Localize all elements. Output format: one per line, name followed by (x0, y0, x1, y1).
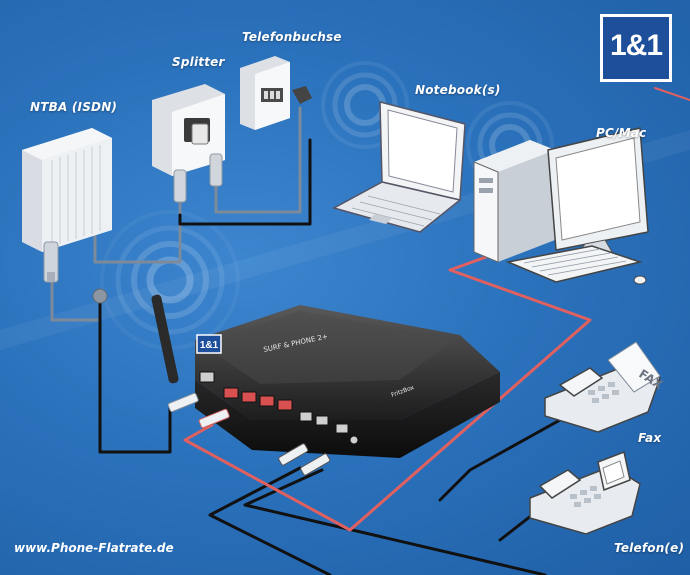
label-ntba: NTBA (ISDN) (30, 100, 118, 114)
fax-device: FAX (544, 341, 666, 433)
brand-logo-text: 1&1 (609, 29, 663, 62)
router-badge (196, 334, 222, 354)
label-splitter: Splitter (172, 55, 225, 69)
cable-router-phone-2 (243, 468, 547, 575)
cable-plugs (167, 392, 331, 476)
cable-lan-edge (654, 87, 690, 101)
cable-fax (438, 418, 562, 502)
notebook-device (332, 101, 466, 233)
cable-router-phone-1 (208, 466, 332, 575)
router-antenna (151, 294, 179, 384)
ntba-device (22, 128, 112, 283)
pc-keyboard (505, 245, 647, 285)
router-phone-ports (299, 411, 359, 445)
brand-logo: 1&1 (600, 14, 672, 82)
telefon-device (529, 450, 641, 535)
footer-website: www.Phone-Flatrate.de (14, 541, 174, 555)
label-fax: Fax (638, 431, 662, 445)
label-pc-mac: PC/Mac (596, 126, 647, 140)
router-device: 1&1 SURF & PHONE 2+ FritzBox (151, 294, 500, 458)
router-dsl-port (199, 371, 215, 383)
pc-monitor (547, 127, 649, 259)
cable-junction-router (98, 294, 172, 454)
splitter-device (152, 84, 225, 203)
cable-splitter-line (178, 138, 312, 226)
router-badge-text: 1&1 (200, 340, 219, 351)
cable-splitter-socket (214, 106, 302, 214)
phone-socket (240, 56, 312, 130)
junction-point (92, 288, 108, 304)
pc-tower (473, 140, 555, 263)
label-notebook: Notebook(s) (415, 83, 501, 97)
label-telefon: Telefon(e) (614, 541, 685, 555)
cable-ntba-splitter (93, 190, 182, 264)
label-telefonbuchse: Telefonbuchse (242, 30, 342, 44)
router-lan-ports (223, 387, 293, 411)
cable-lan-pc (183, 250, 592, 532)
